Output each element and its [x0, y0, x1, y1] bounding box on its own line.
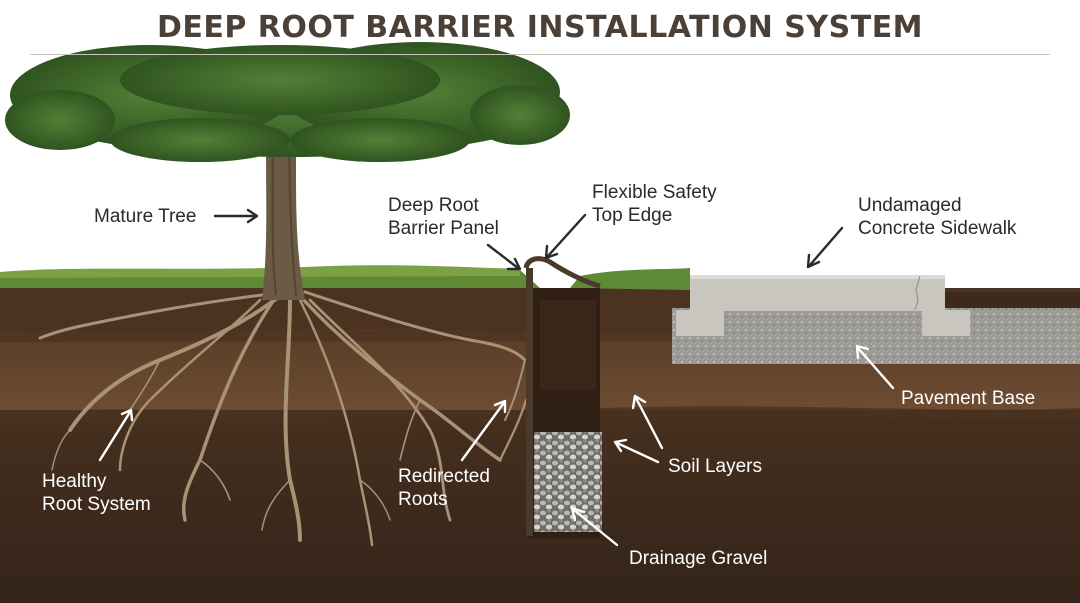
- root-system: [38, 290, 528, 547]
- barrier-trench: [528, 288, 602, 538]
- arrow-redirected-roots: [460, 402, 505, 462]
- arrow-soil-layers-lower: [615, 441, 660, 464]
- arrow-healthy-roots: [98, 410, 132, 462]
- label-pavement-base: Pavement Base: [901, 388, 1036, 409]
- slab-footing-left: [676, 310, 724, 336]
- arrow-drainage-gravel: [572, 508, 619, 547]
- label-soil-layers: Soil Layers: [668, 456, 762, 477]
- pavement-base: [672, 308, 1080, 364]
- drainage-gravel-fill: [534, 432, 602, 532]
- arrow-safety-edge: [546, 213, 587, 258]
- concrete-slab: [690, 275, 945, 311]
- tree-canopy: [5, 42, 570, 162]
- label-arrows: [98, 208, 895, 547]
- label-redirected-roots: Redirected Roots: [398, 466, 490, 510]
- root-barrier-panel: [523, 256, 601, 536]
- sidewalk-system: [672, 275, 1080, 364]
- label-barrier-panel: Deep Root Barrier Panel: [388, 195, 499, 239]
- arrow-soil-layers-upper: [634, 396, 664, 450]
- label-sidewalk: Undamaged Concrete Sidewalk: [858, 195, 1017, 239]
- label-mature-tree: Mature Tree: [94, 206, 197, 227]
- diagram-title: DEEP ROOT BARRIER INSTALLATION SYSTEM: [156, 10, 924, 45]
- label-drainage-gravel: Drainage Gravel: [629, 548, 768, 569]
- arrow-sidewalk: [808, 226, 844, 267]
- label-safety-edge: Flexible Safety Top Edge: [592, 182, 717, 226]
- arrow-barrier-panel: [486, 243, 520, 270]
- title-divider: [30, 54, 1050, 55]
- label-healthy-roots: Healthy Root System: [42, 471, 151, 515]
- arrow-pavement-base: [856, 346, 895, 390]
- slab-footing-right: [922, 310, 970, 336]
